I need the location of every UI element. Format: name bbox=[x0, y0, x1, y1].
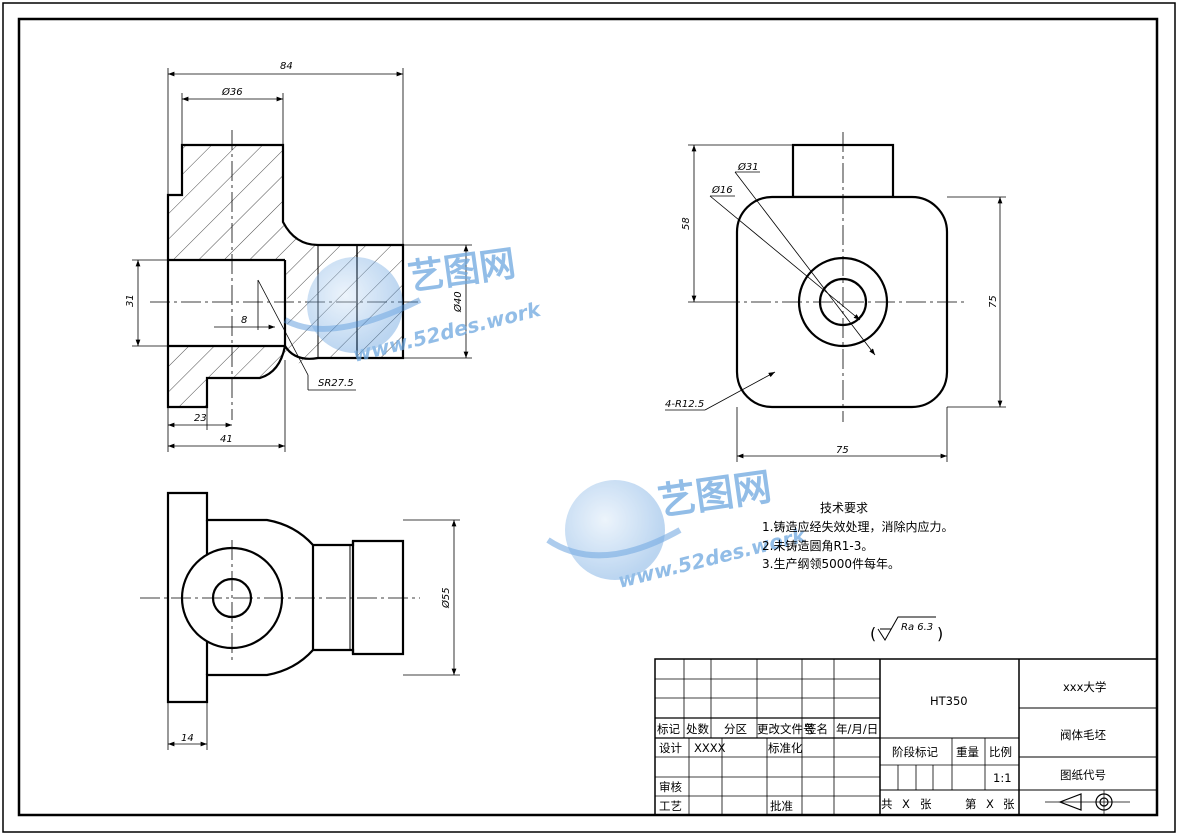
dim-55: Ø55 bbox=[440, 587, 452, 609]
top-outline bbox=[166, 491, 405, 704]
title-block-text: 标记 处数 分区 更改文件号 签名 年/月/日 设计 XXXX 标准化 审核 工… bbox=[657, 680, 1106, 813]
tb-zhongliang: 重量 bbox=[956, 745, 979, 759]
dim-75v: 75 bbox=[988, 295, 999, 308]
tb-x2: X bbox=[986, 797, 994, 811]
watermark-swoosh bbox=[283, 297, 422, 332]
watermark-brand: 艺图网 bbox=[406, 243, 519, 299]
tb-date: 年/月/日 bbox=[836, 722, 878, 736]
watermark-globe bbox=[307, 257, 403, 353]
dim-14: 14 bbox=[181, 733, 194, 744]
roughness-value: Ra 6.3 bbox=[901, 622, 933, 633]
tech-item-1: 1.铸造应经失效处理，消除内应力。 bbox=[762, 519, 953, 534]
phi31-leader bbox=[734, 171, 876, 356]
dim-sr: SR27.5 bbox=[318, 378, 354, 389]
watermark-globe-2 bbox=[565, 480, 665, 580]
side-view: Ø31 Ø16 58 75 75 4-R12.5 bbox=[665, 132, 1006, 462]
projection-symbol-icon bbox=[1045, 790, 1130, 814]
tb-chushu: 处数 bbox=[686, 722, 709, 736]
tech-item-3: 3.生产纲领5000件每年。 bbox=[762, 556, 900, 571]
tb-x1: X bbox=[902, 797, 910, 811]
tech-title: 技术要求 bbox=[820, 501, 868, 515]
dim-phi16: Ø16 bbox=[711, 184, 733, 196]
dim-36: Ø36 bbox=[221, 86, 243, 98]
dim-r125: 4-R12.5 bbox=[665, 399, 704, 410]
dim-40: Ø40 bbox=[452, 291, 464, 313]
front-outline bbox=[166, 143, 405, 409]
tb-zhang2: 张 bbox=[1003, 797, 1015, 811]
roughness-symbol: ( Ra 6.3 ) bbox=[870, 616, 943, 643]
dim-23: 23 bbox=[194, 413, 207, 424]
roughness-close: ) bbox=[937, 624, 943, 643]
tb-bili: 比例 bbox=[989, 745, 1012, 759]
dim-41: 41 bbox=[220, 434, 233, 445]
tb-qianming: 签名 bbox=[805, 722, 828, 736]
dim-phi31: Ø31 bbox=[737, 161, 759, 173]
tb-fenqu: 分区 bbox=[724, 722, 747, 736]
top-view: Ø55 14 bbox=[140, 491, 460, 750]
tech-item-2: 2.未铸造圆角R1-3。 bbox=[762, 538, 873, 553]
phi16-leader bbox=[709, 195, 861, 321]
dim-75h: 75 bbox=[836, 445, 849, 456]
dim-31: 31 bbox=[125, 294, 136, 307]
tb-shenhe: 审核 bbox=[659, 780, 682, 794]
tb-material: HT350 bbox=[930, 694, 968, 708]
watermark-brand-2: 艺图网 bbox=[655, 464, 774, 523]
title-block bbox=[654, 658, 1158, 816]
tb-biaozhun: 标准化 bbox=[768, 741, 803, 755]
tb-school: xxx大学 bbox=[1063, 680, 1106, 694]
tb-part: 阀体毛坯 bbox=[1060, 728, 1106, 742]
tb-sheji: 设计 bbox=[659, 741, 682, 755]
tb-gong: 共 bbox=[881, 797, 893, 811]
sr-leader-1 bbox=[257, 279, 309, 376]
inner-frame bbox=[17, 17, 1159, 817]
tb-zhang1: 张 bbox=[920, 797, 932, 811]
tb-gengwen: 更改文件号 bbox=[757, 722, 815, 736]
dim-58: 58 bbox=[681, 217, 692, 230]
dim-8: 8 bbox=[241, 315, 247, 326]
roughness-check-icon bbox=[877, 616, 936, 641]
tb-xxxx: XXXX bbox=[694, 741, 726, 755]
tech-requirements: 技术要求 1.铸造应经失效处理，消除内应力。 2.未铸造圆角R1-3。 3.生产… bbox=[762, 501, 953, 571]
dim-84: 84 bbox=[280, 61, 293, 72]
r125-leader-2 bbox=[704, 371, 776, 411]
tb-gongyi: 工艺 bbox=[659, 799, 682, 813]
tb-jieduan: 阶段标记 bbox=[892, 745, 938, 759]
tb-scale: 1:1 bbox=[993, 771, 1012, 785]
tb-pizhun: 批准 bbox=[770, 799, 793, 813]
tb-tuzhi: 图纸代号 bbox=[1060, 768, 1106, 782]
watermark-swoosh-2 bbox=[546, 527, 682, 559]
tb-biaoji: 标记 bbox=[657, 722, 680, 736]
roughness-open: ( bbox=[870, 624, 876, 643]
tb-di: 第 bbox=[965, 797, 977, 811]
